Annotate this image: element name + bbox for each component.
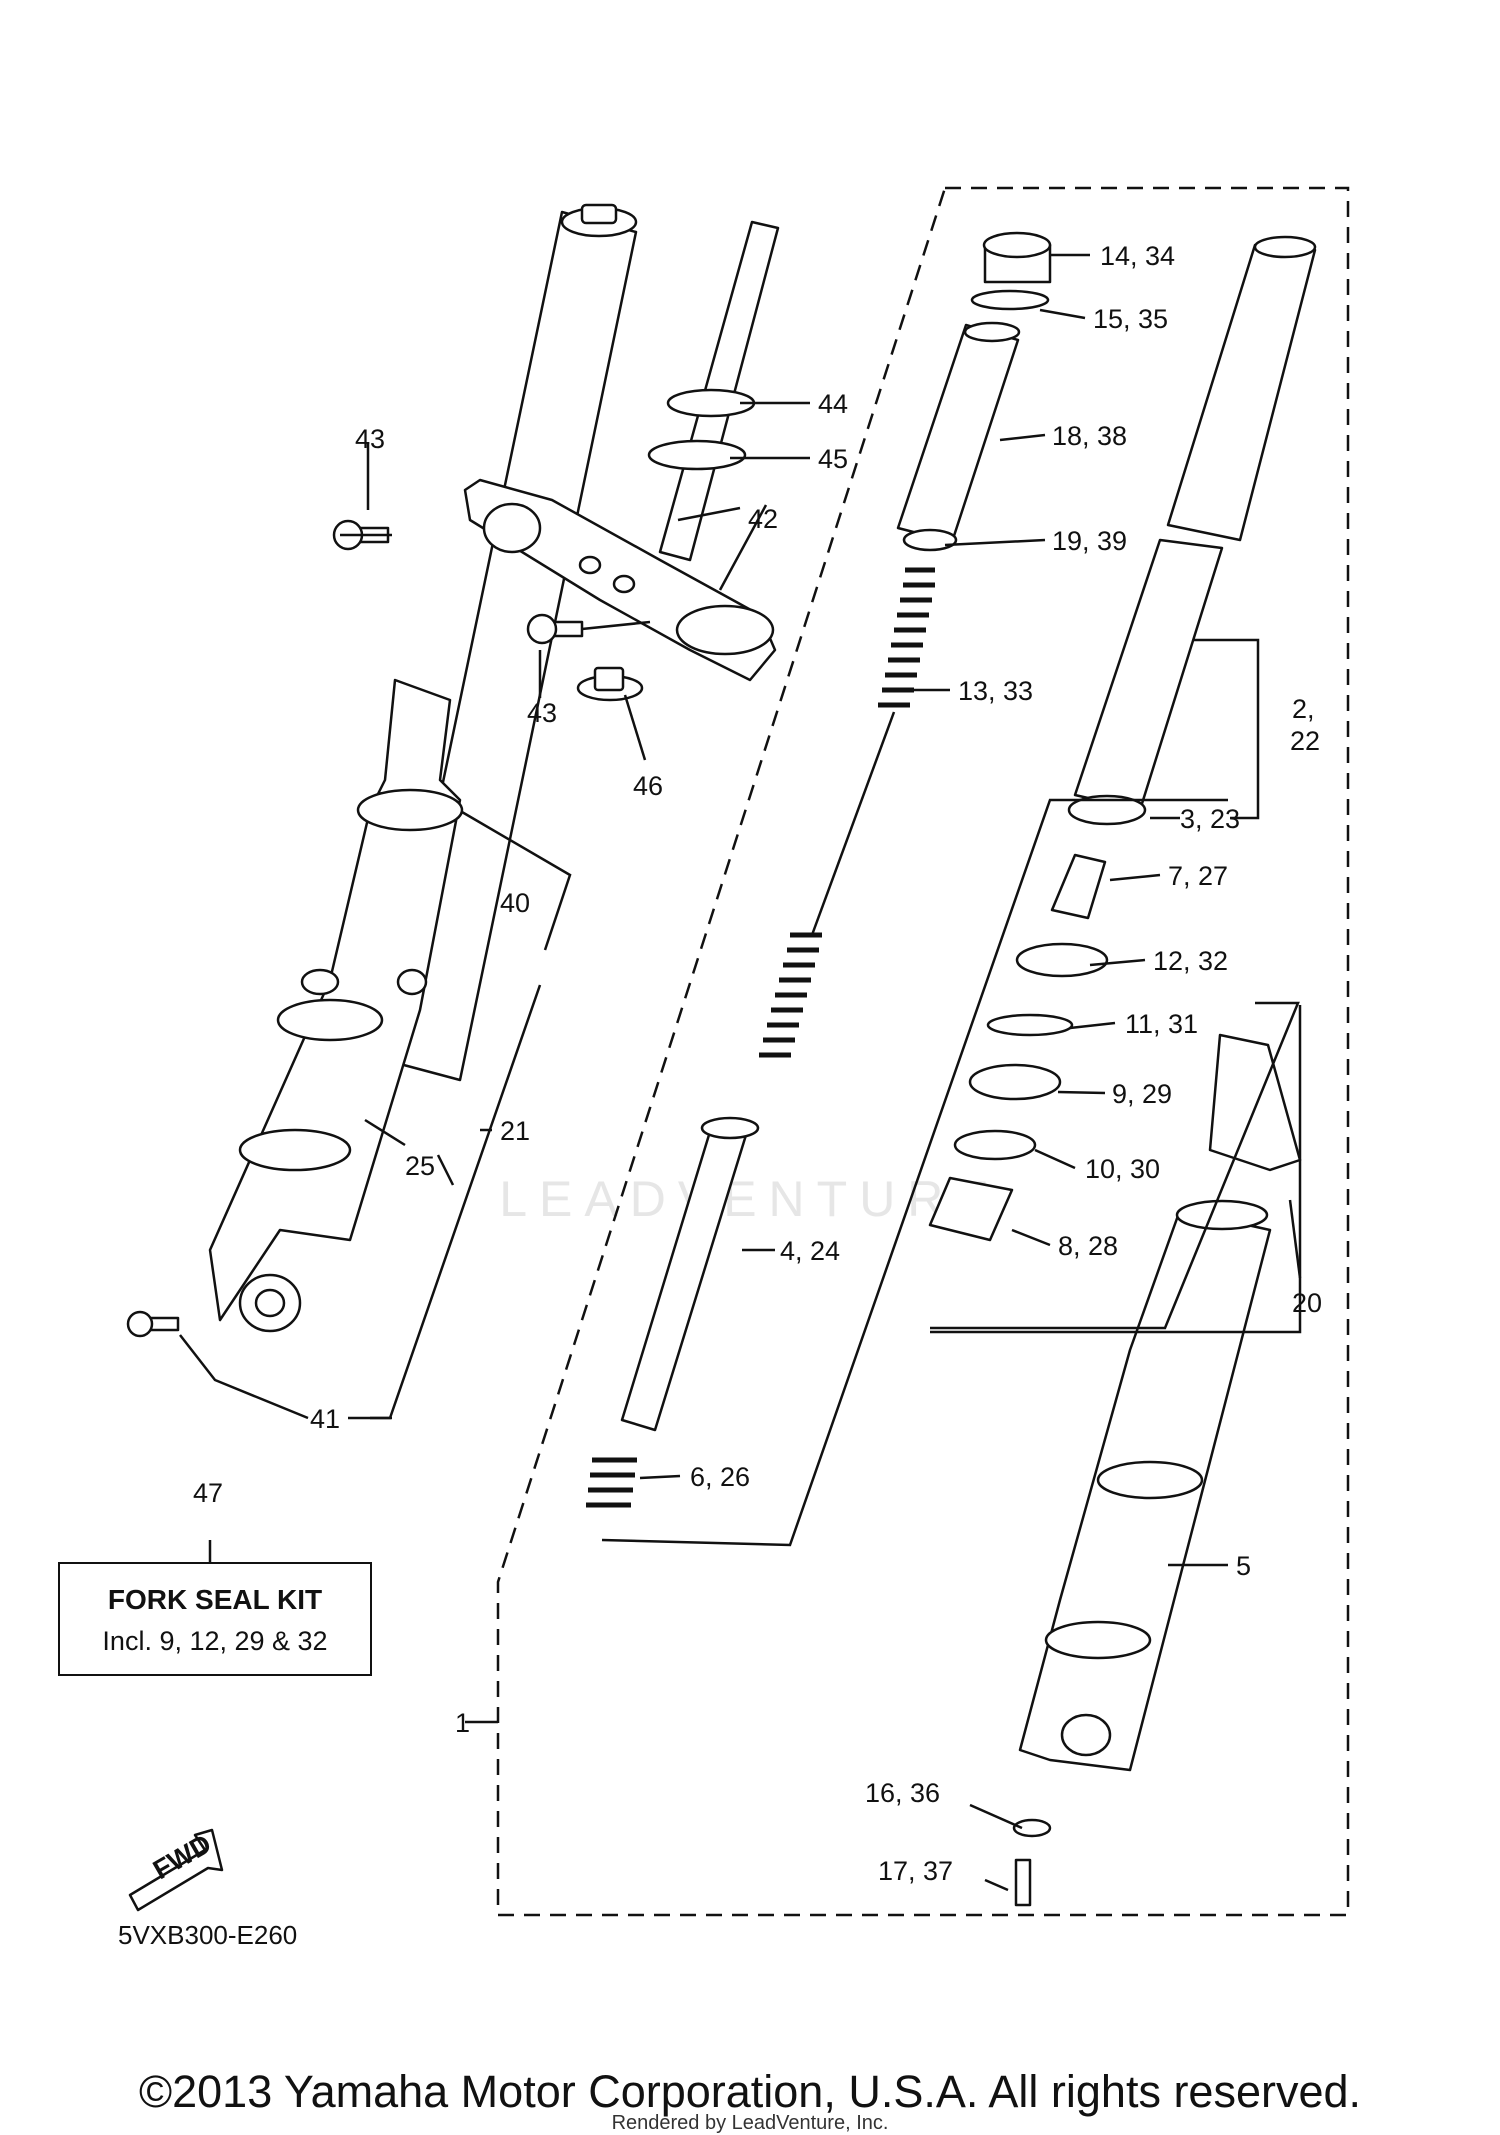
washer-10 [953, 1129, 1037, 1161]
inner-group-bracket [930, 1005, 1302, 1334]
callout-5: 5 [1236, 1551, 1251, 1581]
cap-46-body [593, 666, 625, 692]
outer-tube-2-upper [1166, 243, 1317, 542]
callout-43-bottom: 43 [527, 698, 557, 728]
watermark-text: LEADVENTURE [499, 1171, 1001, 1227]
left-leg-band-3 [238, 1128, 352, 1172]
bolt-43-bottom-head [526, 613, 558, 645]
damper-rod-line [810, 711, 896, 936]
callout-11-31: 11, 31 [1125, 1009, 1198, 1039]
dust-seal-9 [968, 1063, 1062, 1101]
rendered-by-text: Rendered by LeadVenture, Inc. [611, 2112, 889, 2134]
left-fork-assembly [208, 203, 638, 1333]
screw-41-head [126, 1310, 154, 1338]
callout-43-top: 43 [355, 424, 385, 454]
callout-4-24: 4, 24 [780, 1236, 840, 1266]
left-leg-band-2 [276, 998, 384, 1042]
clip-11 [986, 1013, 1074, 1037]
left-caliper-mount-2 [396, 968, 428, 996]
lower-leg-5-band-1 [1096, 1460, 1204, 1500]
callout-25: 25 [405, 1151, 435, 1181]
callout-2-22-b: 22 [1290, 726, 1320, 756]
kit-includes: Incl. 9, 12, 29 & 32 [102, 1626, 328, 1656]
spring-13-lower [759, 932, 822, 1058]
left-caliper-mount-1 [300, 968, 340, 996]
cap-bolt-14-top [982, 231, 1052, 259]
gasket-16 [1012, 1818, 1052, 1838]
outer-tube-parts [928, 235, 1317, 1907]
callout-18-38: 18, 38 [1052, 421, 1127, 451]
callout-42: 42 [748, 504, 778, 534]
outer-tube-2-top [1253, 235, 1317, 259]
callout-8-28: 8, 28 [1058, 1231, 1118, 1261]
callout-1: 1 [455, 1708, 470, 1738]
protector-20 [1208, 1033, 1302, 1172]
left-leg-band-1 [356, 788, 464, 832]
callout-41: 41 [310, 1404, 340, 1434]
bushing-7 [1050, 853, 1107, 920]
lower-leg-5-top [1175, 1199, 1269, 1231]
bushing-8 [928, 1176, 1014, 1242]
washer-19 [902, 528, 958, 552]
left-cap-bolt [580, 203, 618, 225]
bolt-17 [1014, 1858, 1032, 1907]
callout-19-39: 19, 39 [1052, 526, 1127, 556]
copyright-text: ©2013 Yamaha Motor Corporation, U.S.A. A… [138, 2066, 1362, 2117]
outer-tube-2-lower [1073, 538, 1224, 812]
fwd-arrow-icon: FWD [128, 1828, 224, 1912]
oil-seal-12 [1015, 942, 1109, 978]
under-bracket-right-clamp [675, 604, 775, 656]
callout-21: 21 [500, 1116, 530, 1146]
callout-10-30: 10, 30 [1085, 1154, 1160, 1184]
callout-14-34: 14, 34 [1100, 241, 1175, 271]
callout-44: 44 [818, 389, 848, 419]
under-bracket-hole-2 [612, 574, 636, 594]
steering-stem-assembly [332, 220, 780, 702]
callout-17-37: 17, 37 [878, 1856, 953, 1886]
callout-3-23: 3, 23 [1180, 804, 1240, 834]
fork-seal-kit-box: FORK SEAL KIT Incl. 9, 12, 29 & 32 [58, 1562, 372, 1676]
callout-45: 45 [818, 444, 848, 474]
assembly-boundary [496, 186, 1350, 1917]
spring-6 [586, 1457, 637, 1508]
seal-45 [647, 439, 747, 471]
lower-leg-5-band-2 [1044, 1620, 1152, 1660]
callout-13-33: 13, 33 [958, 676, 1033, 706]
callout-15-35: 15, 35 [1093, 304, 1168, 334]
callout-16-36: 16, 36 [865, 1778, 940, 1808]
diagram-code: 5VXB300-E260 [118, 1920, 298, 1950]
callout-40: 40 [500, 888, 530, 918]
damper-rod-4-head [700, 1116, 760, 1140]
callout-47: 47 [193, 1478, 223, 1508]
inner-parts [586, 231, 1052, 1508]
bushing-3 [1067, 794, 1147, 826]
leader-lines [179, 253, 1302, 1892]
callout-9-29: 9, 29 [1112, 1079, 1172, 1109]
callout-46: 46 [633, 771, 663, 801]
left-axle-hole [254, 1288, 286, 1318]
callout-2-22-a: 2, [1292, 694, 1315, 724]
callout-12-32: 12, 32 [1153, 946, 1228, 976]
spacer-18 [896, 323, 1020, 544]
damper-rod-4 [620, 1123, 748, 1432]
callout-6-26: 6, 26 [690, 1462, 750, 1492]
spacer-18-top [963, 321, 1021, 343]
kit-title: FORK SEAL KIT [107, 1584, 323, 1615]
lower-leg-5-axle [1060, 1713, 1112, 1757]
callout-20: 20 [1292, 1288, 1322, 1318]
spring-13-upper [878, 567, 935, 708]
o-ring-15 [970, 289, 1050, 311]
under-bracket-left-clamp [482, 502, 542, 554]
under-bracket-hole-1 [578, 555, 602, 575]
callout-7-27: 7, 27 [1168, 861, 1228, 891]
